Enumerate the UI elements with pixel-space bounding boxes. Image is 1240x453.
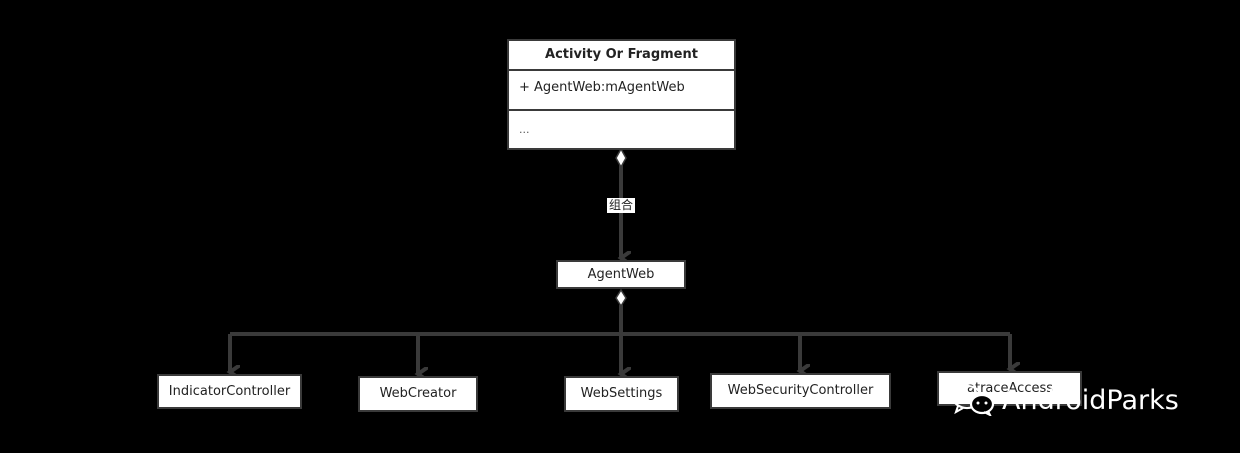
class-methods: ... bbox=[509, 109, 734, 148]
composition-diamond-top bbox=[615, 147, 627, 169]
class-activity-or-fragment: Activity Or Fragment + AgentWeb:mAgentWe… bbox=[507, 39, 736, 150]
class-websettings: WebSettings bbox=[564, 376, 679, 412]
composition-label: 组合 bbox=[607, 198, 636, 213]
class-name: Activity Or Fragment bbox=[545, 47, 698, 62]
class-agentweb: AgentWeb bbox=[556, 260, 686, 289]
class-webcreator: WebCreator bbox=[358, 376, 478, 412]
class-attribute: + AgentWeb:mAgentWeb bbox=[509, 69, 734, 109]
composition-diamond-center bbox=[615, 288, 627, 308]
class-datatrace-access: atraceAccess bbox=[937, 371, 1082, 406]
watermark-text: AndroidParks bbox=[1002, 384, 1179, 416]
class-indicator-controller: IndicatorController bbox=[157, 374, 302, 409]
class-websecurity-controller: WebSecurityController bbox=[710, 373, 891, 409]
wechat-icon bbox=[951, 384, 995, 416]
watermark: AndroidParks bbox=[950, 384, 1179, 416]
